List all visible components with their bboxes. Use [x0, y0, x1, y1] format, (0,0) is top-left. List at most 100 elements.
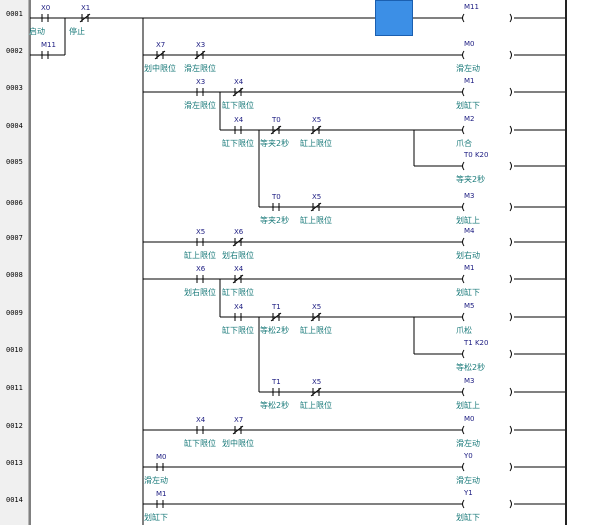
coil-comment: 滑左动	[456, 63, 480, 73]
contact-address: T1	[271, 378, 281, 386]
contact-address: X6	[234, 228, 244, 236]
contact-comment: 缸上限位	[300, 138, 332, 148]
nc-contact-r8_x4[interactable]	[232, 274, 244, 284]
nc-contact-r12_x7[interactable]	[232, 425, 244, 435]
nc-contact-r11_x5[interactable]	[310, 387, 322, 397]
nc-contact-r9_t1[interactable]	[270, 312, 282, 322]
row-number: 0007	[6, 234, 23, 242]
coil-address: Y1	[463, 489, 473, 497]
nc-contact-r7_x6[interactable]	[232, 237, 244, 247]
output-coil-r11[interactable]	[462, 387, 512, 397]
coil-comment: 滑左动	[456, 475, 480, 485]
output-coil-r2[interactable]	[462, 50, 512, 60]
contact-address: X5	[312, 378, 321, 386]
no-contact-r11_t1[interactable]	[272, 388, 280, 396]
no-contact-r2_m11[interactable]	[41, 51, 49, 59]
no-contact-r8_x6[interactable]	[196, 275, 204, 283]
contact-address: X5	[312, 116, 321, 124]
row-number: 0009	[6, 309, 23, 317]
row-number: 0002	[6, 47, 23, 55]
no-contact-r14_m1[interactable]	[156, 500, 164, 508]
contact-address: T0	[271, 116, 281, 124]
row-number: 0014	[6, 496, 23, 504]
contact-address: T1	[271, 303, 281, 311]
coil-address: M0	[464, 415, 475, 423]
coil-comment: 划缸下	[456, 100, 480, 110]
coil-comment: 划缸下	[456, 287, 480, 297]
no-contact-r3_x3[interactable]	[196, 88, 204, 96]
coil-address: M1	[464, 77, 475, 85]
row-number: 0011	[6, 384, 23, 392]
nc-contact-r3_x4[interactable]	[232, 87, 244, 97]
contact-comment: 缸下限位	[184, 438, 216, 448]
contact-address: X3	[196, 78, 205, 86]
coil-comment: 等松2秒	[456, 362, 485, 372]
contact-address: X4	[196, 416, 206, 424]
nc-contact-r9_x5[interactable]	[310, 312, 322, 322]
row-number: 0003	[6, 84, 23, 92]
contact-comment: 划右限位	[222, 250, 254, 260]
coil-comment: 划缸下	[456, 512, 480, 522]
output-coil-r13[interactable]	[462, 462, 512, 472]
no-contact-r12_x4[interactable]	[196, 426, 204, 434]
contact-comment: 滑左限位	[184, 63, 216, 73]
contact-comment: 缸下限位	[222, 325, 254, 335]
row-number: 0004	[6, 122, 23, 130]
contact-comment: 缸下限位	[222, 138, 254, 148]
output-coil-r10[interactable]	[462, 349, 512, 359]
contact-address: X5	[312, 303, 321, 311]
row-number: 0008	[6, 271, 23, 279]
nc-contact-r2_x7[interactable]	[154, 50, 166, 60]
coil-comment: 划右动	[456, 250, 480, 260]
output-coil-r12[interactable]	[462, 425, 512, 435]
no-contact-r7_x5[interactable]	[196, 238, 204, 246]
nc-contact-r4_t0[interactable]	[270, 125, 282, 135]
contact-comment: 缸下限位	[222, 287, 254, 297]
coil-comment: 等夹2秒	[456, 174, 485, 184]
output-coil-r1[interactable]	[462, 13, 512, 23]
row-number: 0013	[6, 459, 23, 467]
output-coil-r6[interactable]	[462, 202, 512, 212]
no-contact-r1_x0[interactable]	[41, 14, 49, 22]
output-coil-r9[interactable]	[462, 312, 512, 322]
coil-comment: 爪松	[456, 325, 472, 335]
output-coil-r14[interactable]	[462, 499, 512, 509]
contact-comment: 等松2秒	[260, 400, 289, 410]
contact-comment: 等夹2秒	[260, 215, 289, 225]
coil-address: M4	[464, 227, 475, 235]
coil-address: M0	[464, 40, 475, 48]
no-contact-r9_x4[interactable]	[234, 313, 242, 321]
coil-address: Y0	[463, 452, 473, 460]
output-coil-r5[interactable]	[462, 161, 512, 171]
no-contact-r4_x4[interactable]	[234, 126, 242, 134]
output-coil-r4[interactable]	[462, 125, 512, 135]
contact-address: X4	[234, 78, 244, 86]
contact-comment: 缸上限位	[300, 325, 332, 335]
row-number: 0012	[6, 422, 23, 430]
row-number: 0006	[6, 199, 23, 207]
coil-comment: 爪合	[456, 138, 472, 148]
coil-address: T0 K20	[463, 151, 488, 159]
no-contact-r13_m0[interactable]	[156, 463, 164, 471]
contact-address: M0	[156, 453, 167, 461]
output-coil-r8[interactable]	[462, 274, 512, 284]
selected-cell[interactable]	[375, 0, 413, 36]
nc-contact-r2_x3[interactable]	[194, 50, 206, 60]
contact-comment: 滑左限位	[184, 100, 216, 110]
right-power-rail-edge	[565, 0, 567, 525]
no-contact-r6_t0[interactable]	[272, 203, 280, 211]
nc-contact-r6_x5[interactable]	[310, 202, 322, 212]
nc-contact-r4_x5[interactable]	[310, 125, 322, 135]
output-coil-r7[interactable]	[462, 237, 512, 247]
contact-address: X4	[234, 303, 244, 311]
coil-address: M5	[464, 302, 475, 310]
contact-comment: 停止	[69, 26, 85, 36]
row-number: 0005	[6, 158, 23, 166]
nc-contact-r1_x1[interactable]	[79, 13, 91, 23]
coil-address: M3	[464, 377, 475, 385]
output-coil-r3[interactable]	[462, 87, 512, 97]
contact-comment: 等夹2秒	[260, 138, 289, 148]
